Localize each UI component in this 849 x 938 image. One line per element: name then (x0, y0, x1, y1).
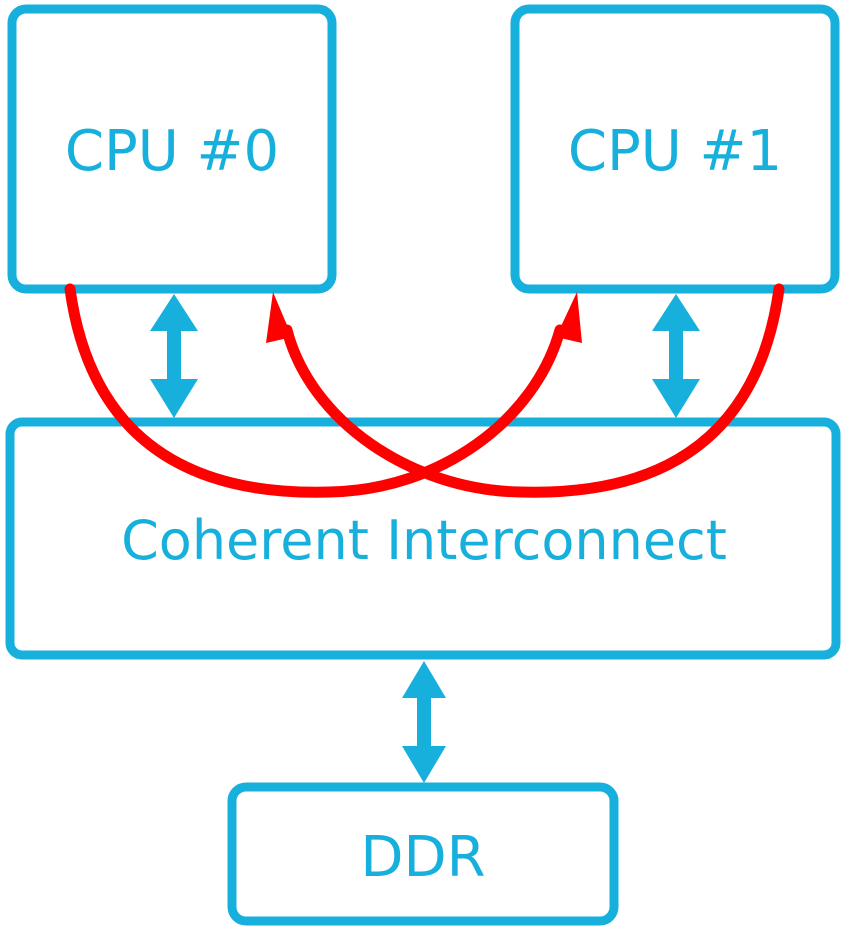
cpu0-link-arrow-icon (150, 294, 198, 418)
cpu0-label: CPU #0 (65, 119, 279, 184)
coherency-flow-cpu0-to-cpu1 (64, 283, 582, 498)
cpu0-block[interactable]: CPU #0 (7, 4, 337, 294)
ddr-label: DDR (360, 825, 485, 890)
ddr-box (227, 782, 619, 926)
arrowhead-icon (556, 292, 582, 343)
coherency-curve (281, 283, 785, 498)
coherency-curve (64, 283, 566, 498)
interconnect-label: Coherent Interconnect (121, 509, 727, 572)
cpu1-box (510, 4, 840, 294)
cpu0-box (7, 4, 337, 294)
cpu1-block[interactable]: CPU #1 (510, 4, 840, 294)
cpu1-link-arrow-icon (652, 294, 700, 418)
interconnect-block[interactable]: Coherent Interconnect (5, 417, 841, 660)
ddr-block[interactable]: DDR (227, 782, 619, 926)
cpu1-label: CPU #1 (568, 119, 782, 184)
ddr-link-arrow-icon (402, 661, 446, 783)
arrowhead-icon (266, 292, 292, 343)
coherency-flow-cpu1-to-cpu0 (266, 283, 785, 498)
